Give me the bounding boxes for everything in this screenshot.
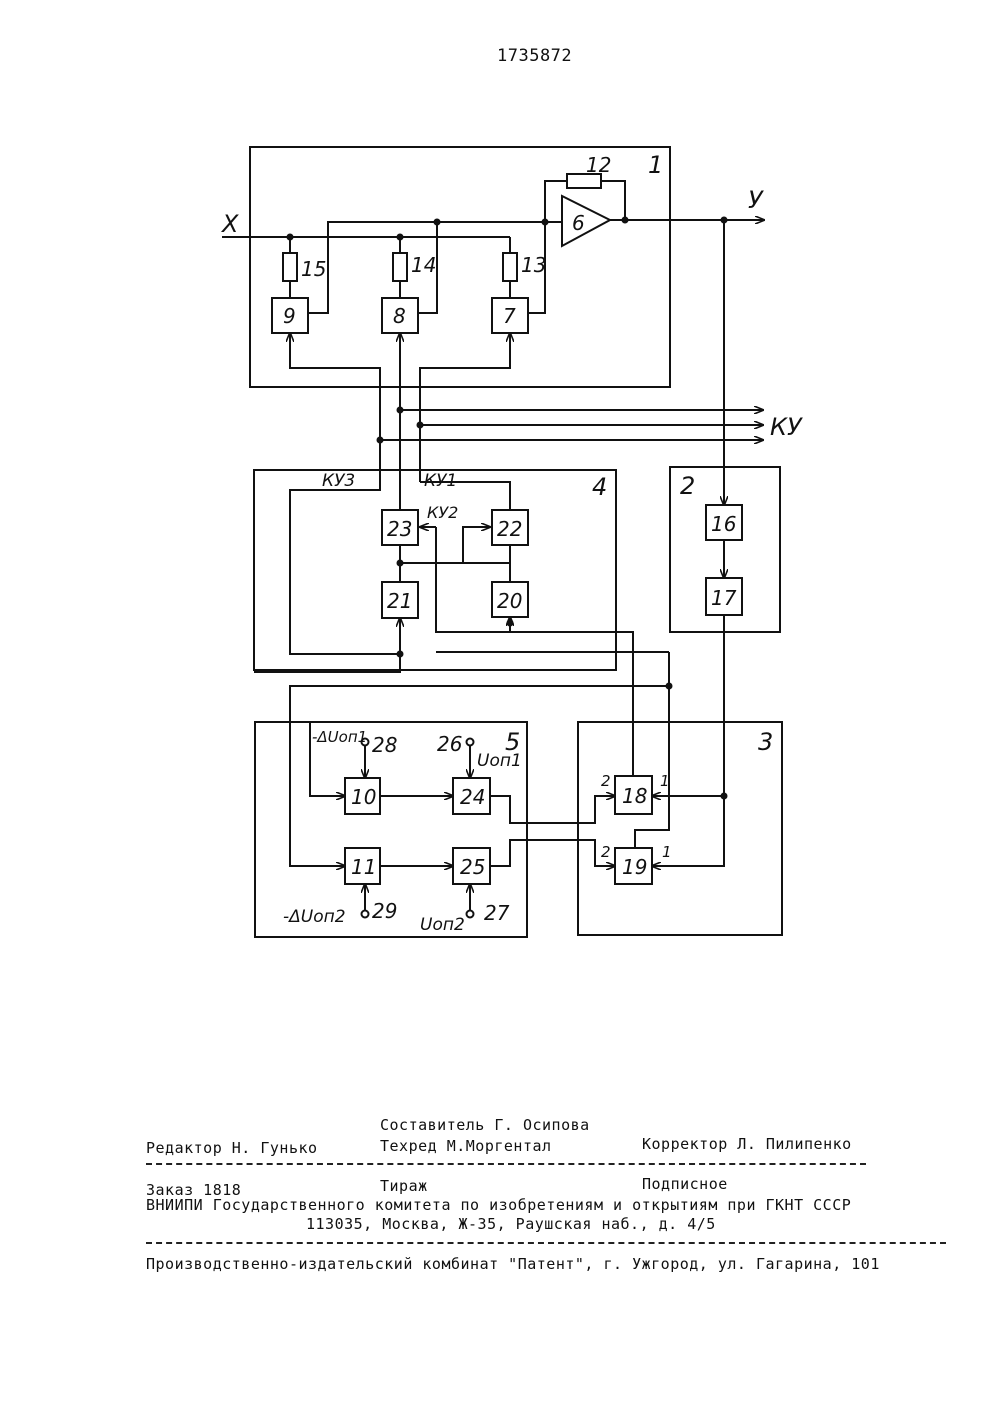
group-3-frame xyxy=(578,722,782,935)
ku1-label: КУ1 xyxy=(424,471,457,491)
label-11: 11 xyxy=(351,855,376,879)
label-29: 29 xyxy=(372,899,397,923)
label-20: 20 xyxy=(497,589,522,613)
label-16: 16 xyxy=(711,512,736,536)
label-25: 25 xyxy=(460,855,485,879)
label-group-2: 2 xyxy=(680,472,695,500)
label-group-3: 3 xyxy=(758,728,773,756)
ku3-label: КУ3 xyxy=(322,471,355,491)
label-6: 6 xyxy=(572,211,585,235)
label-13: 13 xyxy=(521,253,546,277)
label-18: 18 xyxy=(622,784,647,808)
imprint-corrector: Корректор Л. Пилипенко xyxy=(642,1135,852,1153)
label-group-1: 1 xyxy=(648,151,663,179)
resistor-14 xyxy=(393,253,407,281)
label-17: 17 xyxy=(711,586,737,610)
delta-u2-label: -ΔUоп2 xyxy=(283,907,346,927)
ku2-label: КУ2 xyxy=(427,503,458,522)
imprint-techred: Техред М.Моргентал xyxy=(380,1137,552,1155)
resistor-15 xyxy=(283,253,297,281)
label-18-input-1: 1 xyxy=(660,772,670,790)
label-group-4: 4 xyxy=(592,473,607,501)
terminal-26 xyxy=(467,739,474,746)
imprint-printer: Производственно-издательский комбинат "П… xyxy=(146,1255,880,1273)
imprint-address: 113035, Москва, Ж-35, Раушская наб., д. … xyxy=(306,1215,716,1233)
terminal-29 xyxy=(362,911,369,918)
label-21: 21 xyxy=(387,589,412,613)
amplifier-6 xyxy=(562,196,610,246)
imprint-organization: ВНИИПИ Государственного комитета по изоб… xyxy=(146,1196,851,1214)
label-19: 19 xyxy=(622,855,647,879)
label-28: 28 xyxy=(372,733,397,757)
label-26: 26 xyxy=(437,732,462,756)
terminals xyxy=(362,739,474,918)
label-9: 9 xyxy=(283,304,296,328)
label-12: 12 xyxy=(586,153,611,177)
imprint-editor: Редактор Н. Гунько xyxy=(146,1139,318,1157)
imprint-rule-bottom xyxy=(146,1242,946,1244)
label-10: 10 xyxy=(351,785,376,809)
imprint-rule-top xyxy=(146,1163,866,1165)
resistor-13 xyxy=(503,253,517,281)
label-7: 7 xyxy=(503,304,516,328)
imprint-subscription: Подписное xyxy=(642,1175,728,1193)
input-x-label: X xyxy=(220,210,239,238)
delta-u1-label: -ΔUоп1 xyxy=(312,728,367,746)
imprint-compiler: Составитель Г. Осипова xyxy=(380,1116,590,1134)
label-22: 22 xyxy=(497,517,522,541)
label-15: 15 xyxy=(301,257,326,281)
label-19-input-2: 2 xyxy=(601,843,611,861)
u2-label: Uоп2 xyxy=(420,915,465,935)
label-14: 14 xyxy=(411,253,436,277)
label-24: 24 xyxy=(460,785,485,809)
label-18-input-2: 2 xyxy=(601,772,611,790)
terminal-27 xyxy=(467,911,474,918)
bus-ku-label: КУ xyxy=(770,413,803,441)
output-y-label: У xyxy=(748,186,764,214)
label-27: 27 xyxy=(484,901,510,925)
label-19-input-1: 1 xyxy=(662,843,672,861)
imprint-circulation: Тираж xyxy=(380,1177,428,1195)
block-diagram: 6 xyxy=(0,0,1000,1000)
label-8: 8 xyxy=(393,304,406,328)
u1-label: Uоп1 xyxy=(477,751,522,771)
label-23: 23 xyxy=(387,517,412,541)
